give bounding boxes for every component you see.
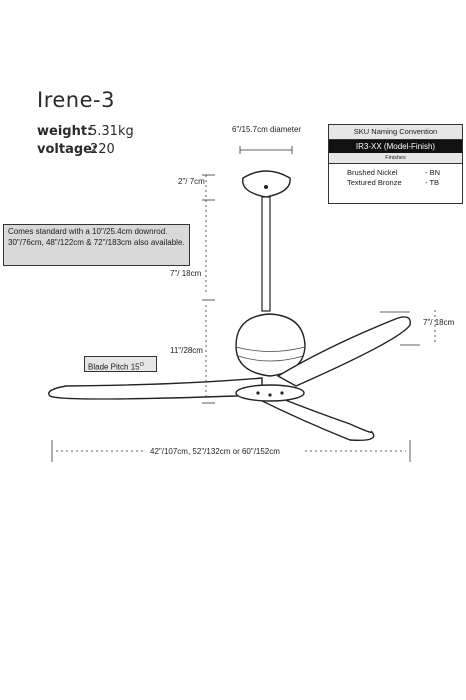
voltage-label: voltage: (37, 142, 98, 157)
voltage-value: 220 (90, 142, 115, 157)
motor-height-label: 11"/28cm (170, 346, 203, 355)
blade-tip-label: 7"/ 18cm (423, 318, 455, 327)
sku-naming-box: SKU Naming Convention IR3-XX (Model-Fini… (328, 124, 463, 204)
hub (235, 384, 305, 402)
blade-right (276, 316, 411, 387)
finish-code: - BN (425, 168, 440, 177)
downrod-note: Comes standard with a 10"/25.4cm downrod… (3, 224, 190, 266)
finish-name: Brushed Nickel (347, 168, 398, 177)
downrod (261, 196, 271, 312)
finish-row: Brushed Nickel - BN (329, 168, 462, 178)
finish-name: Textured Bronze (347, 178, 402, 187)
finish-code: - TB (425, 178, 440, 187)
downrod-length-label: 7"/ 18cm (170, 269, 202, 278)
weight-value: 5.31kg (89, 124, 134, 139)
blade-tip-dimension (380, 310, 436, 346)
vertical-dimension-markers (202, 174, 215, 404)
canopy-screw (264, 185, 268, 189)
span-label: 42"/107cm, 52"/132cm or 60"/152cm (150, 447, 280, 456)
weight-label: weight: (37, 124, 93, 139)
finish-row: Textured Bronze - TB (329, 178, 462, 188)
motor-housing (235, 313, 306, 377)
canopy-diameter-label: 6"/15.7cm diameter (232, 125, 302, 134)
blade-left (48, 377, 263, 400)
canopy-diameter-dimension (239, 146, 293, 154)
blade-pitch-label: Blade Pitch 15 (88, 362, 140, 372)
canopy-height-label: 2"/ 7cm (178, 177, 205, 186)
blade-pitch-box: Blade Pitch 15O (84, 356, 157, 372)
blade-front (249, 393, 375, 442)
sku-model: IR3-XX (Model-Finish) (329, 140, 462, 153)
span-dimension (51, 440, 411, 462)
sku-header: SKU Naming Convention (329, 125, 462, 140)
canopy (242, 170, 291, 198)
sku-finishes-label: Finishes (329, 153, 462, 164)
blade-pitch-degree: O (139, 362, 144, 368)
product-title: Irene-3 (37, 88, 115, 112)
